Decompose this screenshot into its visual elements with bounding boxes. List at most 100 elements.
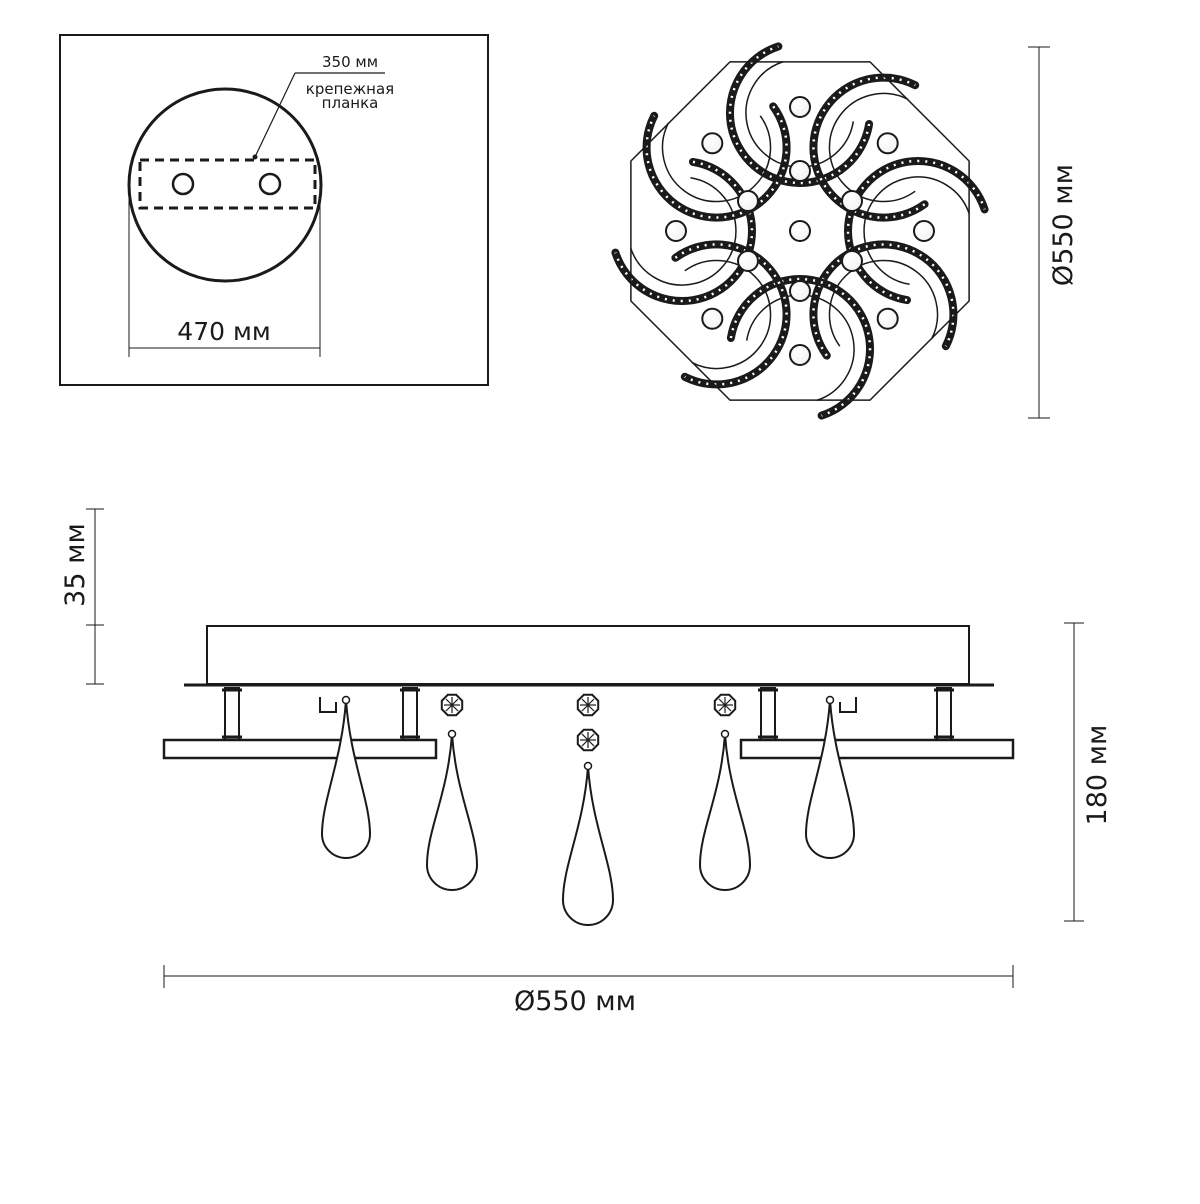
bar-width-label: 350 мм (322, 53, 378, 71)
hook-left (319, 697, 337, 713)
mounting-plate-circle (127, 87, 323, 283)
side-view: 35 мм 180 мм Ø550 мм (60, 508, 1113, 1017)
hook-right (839, 697, 857, 713)
outer-bulb (876, 132, 899, 155)
facet-line (581, 698, 595, 712)
inner-arc (828, 92, 916, 203)
crystal-petal (611, 157, 756, 306)
drop-body (561, 765, 615, 926)
left-rail (162, 738, 438, 760)
total-height-label: 180 мм (1082, 725, 1113, 826)
mounting-hole-left (171, 172, 195, 196)
drop-body (425, 733, 479, 891)
outer-bulb (789, 344, 811, 366)
inner-arc (863, 176, 971, 286)
support-post (758, 687, 778, 741)
drop-ring (720, 729, 730, 739)
top-view: Ø550 мм (611, 42, 1079, 420)
outer-bulb (665, 220, 687, 242)
top-view-bulbs (665, 96, 935, 366)
post-body (936, 687, 952, 741)
outer-bulb (789, 96, 811, 118)
post-body (760, 687, 776, 741)
drop-body (804, 699, 856, 859)
crystal-drop (320, 695, 372, 859)
crystal-octagon (440, 693, 464, 717)
plate-width-label: 470 мм (177, 317, 270, 346)
crystal-petal (809, 240, 958, 360)
crystal-petal (725, 42, 874, 187)
crystal-petal (809, 73, 929, 222)
outer-bulb (876, 307, 899, 330)
support-post (222, 687, 242, 741)
crystal-arc (809, 73, 929, 222)
leader-dot (252, 154, 258, 160)
frame-outline (630, 61, 970, 401)
crystal-drop (561, 761, 615, 926)
crystal-petal (844, 156, 989, 305)
bar-leader-line (254, 72, 296, 158)
crystal-arc (809, 240, 958, 360)
drop-body (320, 699, 372, 859)
crystal-octagon (713, 693, 737, 717)
crystal-arc (642, 102, 791, 222)
inner-bulb (789, 280, 811, 302)
support-post (400, 687, 420, 741)
crystal-petal (642, 102, 791, 222)
drop-body (698, 733, 752, 891)
inner-arc (828, 259, 939, 347)
crystal-arc (671, 240, 791, 389)
panel-frame (59, 34, 489, 386)
facet-line (445, 698, 459, 712)
crystal-drops (320, 693, 856, 926)
center-bulb (789, 220, 811, 242)
crystal-arc (611, 157, 756, 306)
facet-line (718, 698, 732, 712)
outer-bulb (701, 132, 724, 155)
facet-line (581, 733, 595, 747)
crystal-petals (611, 42, 989, 420)
crystal-arc (844, 156, 989, 305)
crystal-petal (671, 240, 791, 389)
post-body (402, 687, 418, 741)
inner-arc (684, 259, 772, 370)
support-post (934, 687, 954, 741)
mounting-plate-panel: 350 мм крепежная планка 470 мм (59, 34, 489, 386)
outer-bulb (701, 307, 724, 330)
inner-bulb (789, 160, 811, 182)
crystal-drop (425, 729, 479, 891)
crystal-octagon (576, 728, 600, 752)
bar-name-line2: планка (322, 94, 379, 112)
inner-arc (745, 294, 855, 402)
side-diameter-label: Ø550 мм (514, 986, 636, 1017)
crystal-drop (804, 695, 856, 859)
drop-ring (825, 695, 835, 705)
mounting-hole-right (258, 172, 282, 196)
canopy (206, 625, 970, 685)
inner-bulb (737, 190, 759, 212)
outer-bulb (913, 220, 935, 242)
bar-name-line1: крепежная (306, 80, 394, 98)
right-rail (739, 738, 1015, 760)
top-diameter-label: Ø550 мм (1048, 164, 1079, 286)
inner-bulb (841, 190, 863, 212)
drop-ring (447, 729, 457, 739)
inner-arc (661, 115, 772, 203)
crystal-drop (698, 729, 752, 891)
inner-bulb (841, 250, 863, 272)
canopy-height-label: 35 мм (60, 523, 91, 607)
inner-arc (745, 60, 855, 168)
crystal-petal (726, 275, 875, 420)
post-body (224, 687, 240, 741)
inner-bulb (737, 250, 759, 272)
mounting-bar-outline (138, 158, 317, 210)
crystal-arc (726, 275, 875, 420)
support-posts (222, 687, 954, 741)
inner-arc (629, 176, 737, 286)
crystal-octagon (576, 693, 600, 717)
crystal-arc (725, 42, 874, 187)
drop-ring (583, 761, 593, 771)
drop-ring (341, 695, 351, 705)
